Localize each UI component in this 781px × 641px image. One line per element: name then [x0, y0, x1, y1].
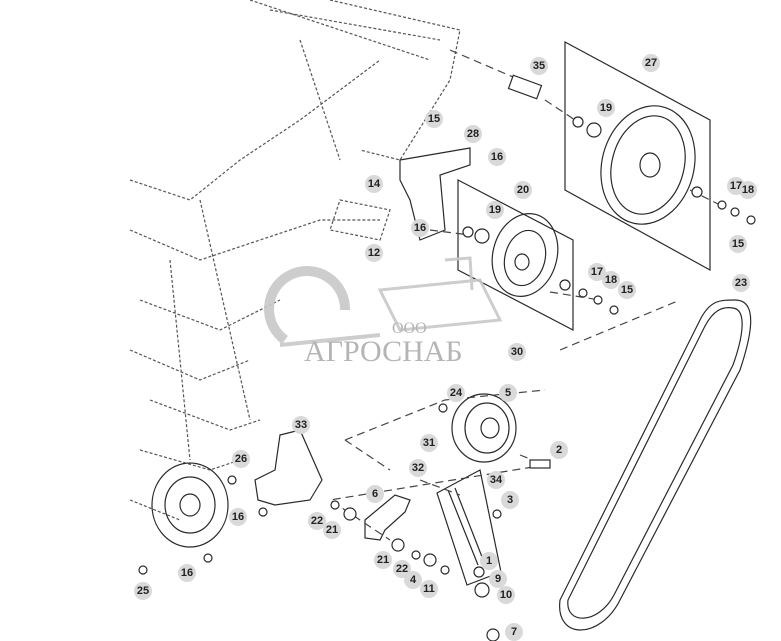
- callout-17: 17: [588, 263, 606, 281]
- callout-21: 21: [374, 551, 392, 569]
- callout-4: 4: [404, 571, 422, 589]
- bracket-33: [254, 429, 323, 506]
- bracket-28: [399, 147, 471, 241]
- callout-25: 25: [134, 582, 152, 600]
- pulley-20: [491, 212, 559, 298]
- callout-28: 28: [464, 125, 482, 143]
- watermark-logo: [264, 256, 503, 347]
- callout-3: 3: [501, 491, 519, 509]
- callout-7: 7: [505, 623, 523, 641]
- watermark-name: АГРОСНАБ: [304, 335, 463, 368]
- callout-18: 18: [602, 271, 620, 289]
- callout-22: 22: [308, 512, 326, 530]
- callout-26: 26: [232, 450, 250, 468]
- callout-6: 6: [366, 485, 384, 503]
- callout-33: 33: [292, 416, 310, 434]
- callout-12: 12: [365, 244, 383, 262]
- callout-30: 30: [508, 343, 526, 361]
- callout-15: 15: [618, 281, 636, 299]
- callout-1: 1: [480, 552, 498, 570]
- callout-14: 14: [365, 175, 383, 193]
- callout-20: 20: [514, 181, 532, 199]
- callout-19: 19: [486, 201, 504, 219]
- callout-11: 11: [420, 580, 438, 598]
- callout-16: 16: [229, 508, 247, 526]
- callout-34: 34: [487, 471, 505, 489]
- leader-lines: [328, 49, 721, 541]
- callout-21: 21: [323, 521, 341, 539]
- crank-pulley: [151, 462, 229, 548]
- callout-10: 10: [497, 586, 515, 604]
- callout-18: 18: [739, 181, 757, 199]
- idler-pulley-5: [451, 393, 517, 463]
- callout-16: 16: [488, 148, 506, 166]
- hardware-parts: [138, 74, 756, 641]
- tension-rod: [447, 487, 485, 566]
- machine-frame: [129, 0, 461, 521]
- pulley-27-box: [564, 40, 711, 272]
- callout-16: 16: [411, 219, 429, 237]
- callout-31: 31: [420, 434, 438, 452]
- callout-9: 9: [489, 570, 507, 588]
- callout-16: 16: [178, 564, 196, 582]
- pulley-27: [600, 105, 696, 225]
- watermark-prefix: ООО: [392, 320, 427, 337]
- callout-32: 32: [409, 459, 427, 477]
- callout-23: 23: [732, 274, 750, 292]
- callout-35: 35: [530, 57, 548, 75]
- callout-2: 2: [550, 441, 568, 459]
- callout-24: 24: [447, 384, 465, 402]
- callout-19: 19: [597, 99, 615, 117]
- callout-5: 5: [499, 384, 517, 402]
- callout-15: 15: [729, 235, 747, 253]
- callout-27: 27: [642, 54, 660, 72]
- lever-6: [364, 494, 411, 541]
- pulley-20-box: [457, 179, 574, 331]
- belt-23: [559, 299, 752, 631]
- callout-15: 15: [425, 110, 443, 128]
